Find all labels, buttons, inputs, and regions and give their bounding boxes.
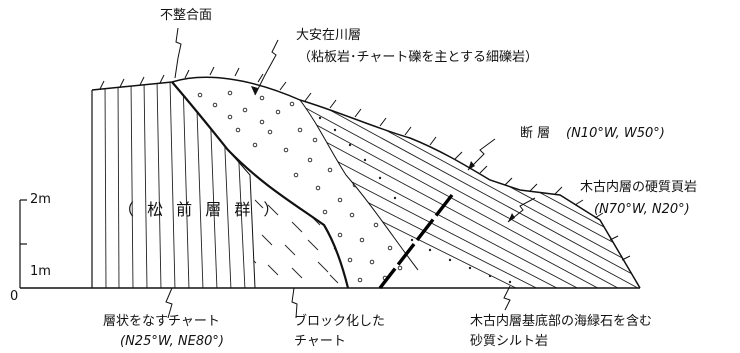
label-scale-2m: 2m [30, 192, 51, 207]
conglomerate-pebbles [197, 90, 403, 283]
unconformity-contact [171, 81, 350, 289]
label-kifuruuchi-shale: 木古内層の硬質頁岩 [580, 180, 698, 195]
label-daiyasu-formation: 大安在川層 [296, 28, 362, 43]
ground-surface [91, 76, 641, 289]
label-fault: 断 層 [520, 126, 551, 141]
label-fault-attitude: (N10°W, W50°) [566, 126, 665, 141]
fault-line [378, 193, 454, 290]
label-daiyasu-description: （粘板岩･チャート礫を主とする細礫岩） [298, 50, 538, 65]
label-bedded-chert-attitude: (N25°W, NE80°) [120, 334, 224, 349]
basal-siltstone-dots [318, 116, 512, 284]
label-scale-0: 0 [10, 289, 19, 304]
label-matsumae-group: （ 松 前 層 群 ） [118, 200, 284, 219]
scale-bar [19, 199, 27, 288]
label-bedded-chert: 層状をなすチャート [103, 314, 220, 329]
label-block-chert-2: チャート [294, 334, 346, 349]
label-block-chert-1: ブロック化した [294, 314, 386, 329]
label-kifuruuchi-shale-attitude: (N70°W, N20°) [594, 202, 690, 217]
ground-hachures [99, 66, 631, 261]
conglomerate-upper-contact [299, 99, 419, 271]
leader-lines [165, 27, 536, 319]
arrow-heads [251, 86, 515, 222]
label-basal-siltstone-2: 砂質シルト岩 [470, 334, 549, 349]
label-basal-siltstone-1: 木古内層基底部の海緑石を含む [470, 314, 653, 329]
label-scale-1m: 1m [30, 264, 51, 279]
matsumae-bedding [104, 82, 255, 288]
block-chert-boundary [227, 149, 256, 289]
label-unconformity: 不整合面 [160, 8, 213, 23]
